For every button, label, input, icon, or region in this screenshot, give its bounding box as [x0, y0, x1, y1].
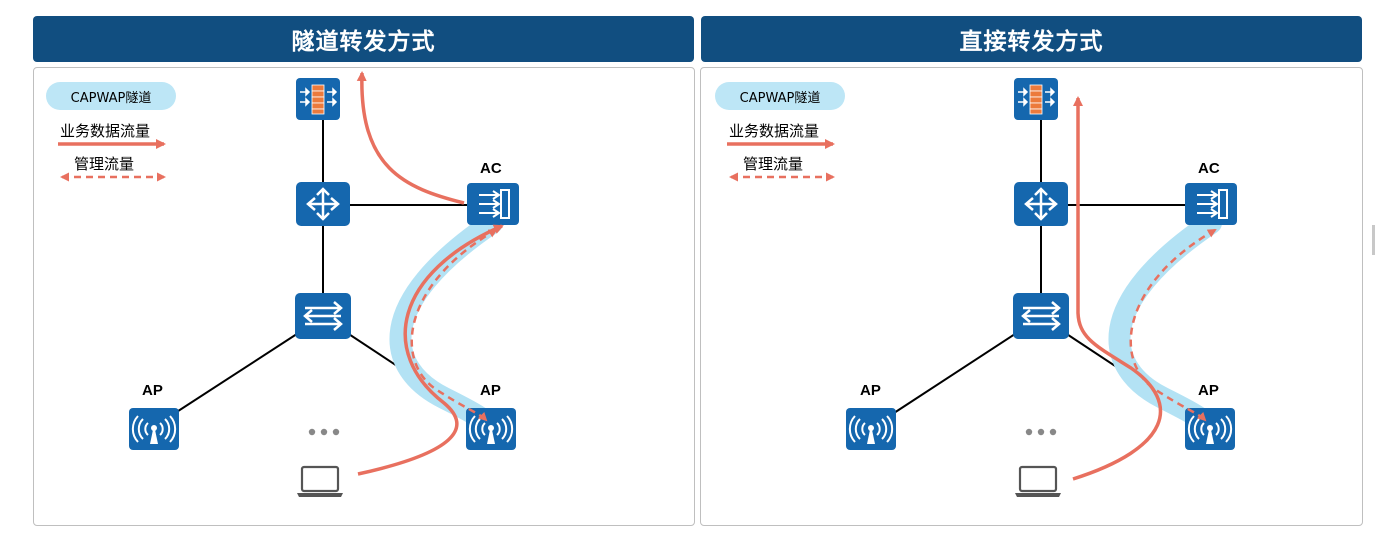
data-flow-laptop-to-ac [357, 224, 504, 476]
data-flow-ac-to-firewall [356, 71, 465, 205]
ap-right-label: AP [1198, 382, 1219, 399]
ac-label: AC [1198, 160, 1220, 177]
ac-icon [1185, 183, 1237, 225]
laptop-icon [1014, 465, 1062, 499]
ac-icon [467, 183, 519, 225]
mgmt-flow-ap-ac [1129, 228, 1217, 422]
router-icon [1014, 182, 1068, 226]
legend-capwap-tunnel: CAPWAP隧道 [46, 82, 176, 110]
ellipsis-icon [308, 428, 340, 436]
ap-right-label: AP [480, 382, 501, 399]
firewall-icon [1014, 78, 1058, 120]
laptop-icon [296, 465, 344, 499]
router-icon [296, 182, 350, 226]
switch-icon [1013, 293, 1069, 339]
ellipsis-icon [1025, 428, 1057, 436]
panel-title-tunnel: 隧道转发方式 [33, 16, 694, 62]
scrollbar-thumb[interactable] [1372, 225, 1375, 255]
ac-label: AC [480, 160, 502, 177]
ap-left-icon [129, 408, 179, 450]
legend-mgmt-flow-label: 管理流量 [74, 155, 135, 173]
legend-mgmt-flow-label: 管理流量 [743, 155, 804, 173]
ap-left-label: AP [142, 382, 163, 399]
ap-left-label: AP [860, 382, 881, 399]
legend-data-flow-label: 业务数据流量 [729, 122, 820, 140]
diagram-panel-tunnel: CAPWAP隧道 业务数据流量 管理流量 AC AP AP [33, 67, 695, 526]
legend-data-flow-label: 业务数据流量 [60, 122, 151, 140]
link-switch-ap-left [870, 316, 1042, 429]
ap-left-icon [846, 408, 896, 450]
capwap-tunnel [389, 212, 503, 439]
firewall-icon [296, 78, 340, 120]
ap-right-icon [466, 408, 516, 450]
mgmt-flow-ap-ac [410, 228, 498, 422]
ap-right-icon [1185, 408, 1235, 450]
panel-title-direct: 直接转发方式 [701, 16, 1362, 62]
link-switch-ap-left [151, 316, 324, 429]
diagram-panel-direct: CAPWAP隧道 业务数据流量 管理流量 AC AP AP [700, 67, 1363, 526]
switch-icon [295, 293, 351, 339]
legend-capwap-tunnel: CAPWAP隧道 [715, 82, 845, 110]
